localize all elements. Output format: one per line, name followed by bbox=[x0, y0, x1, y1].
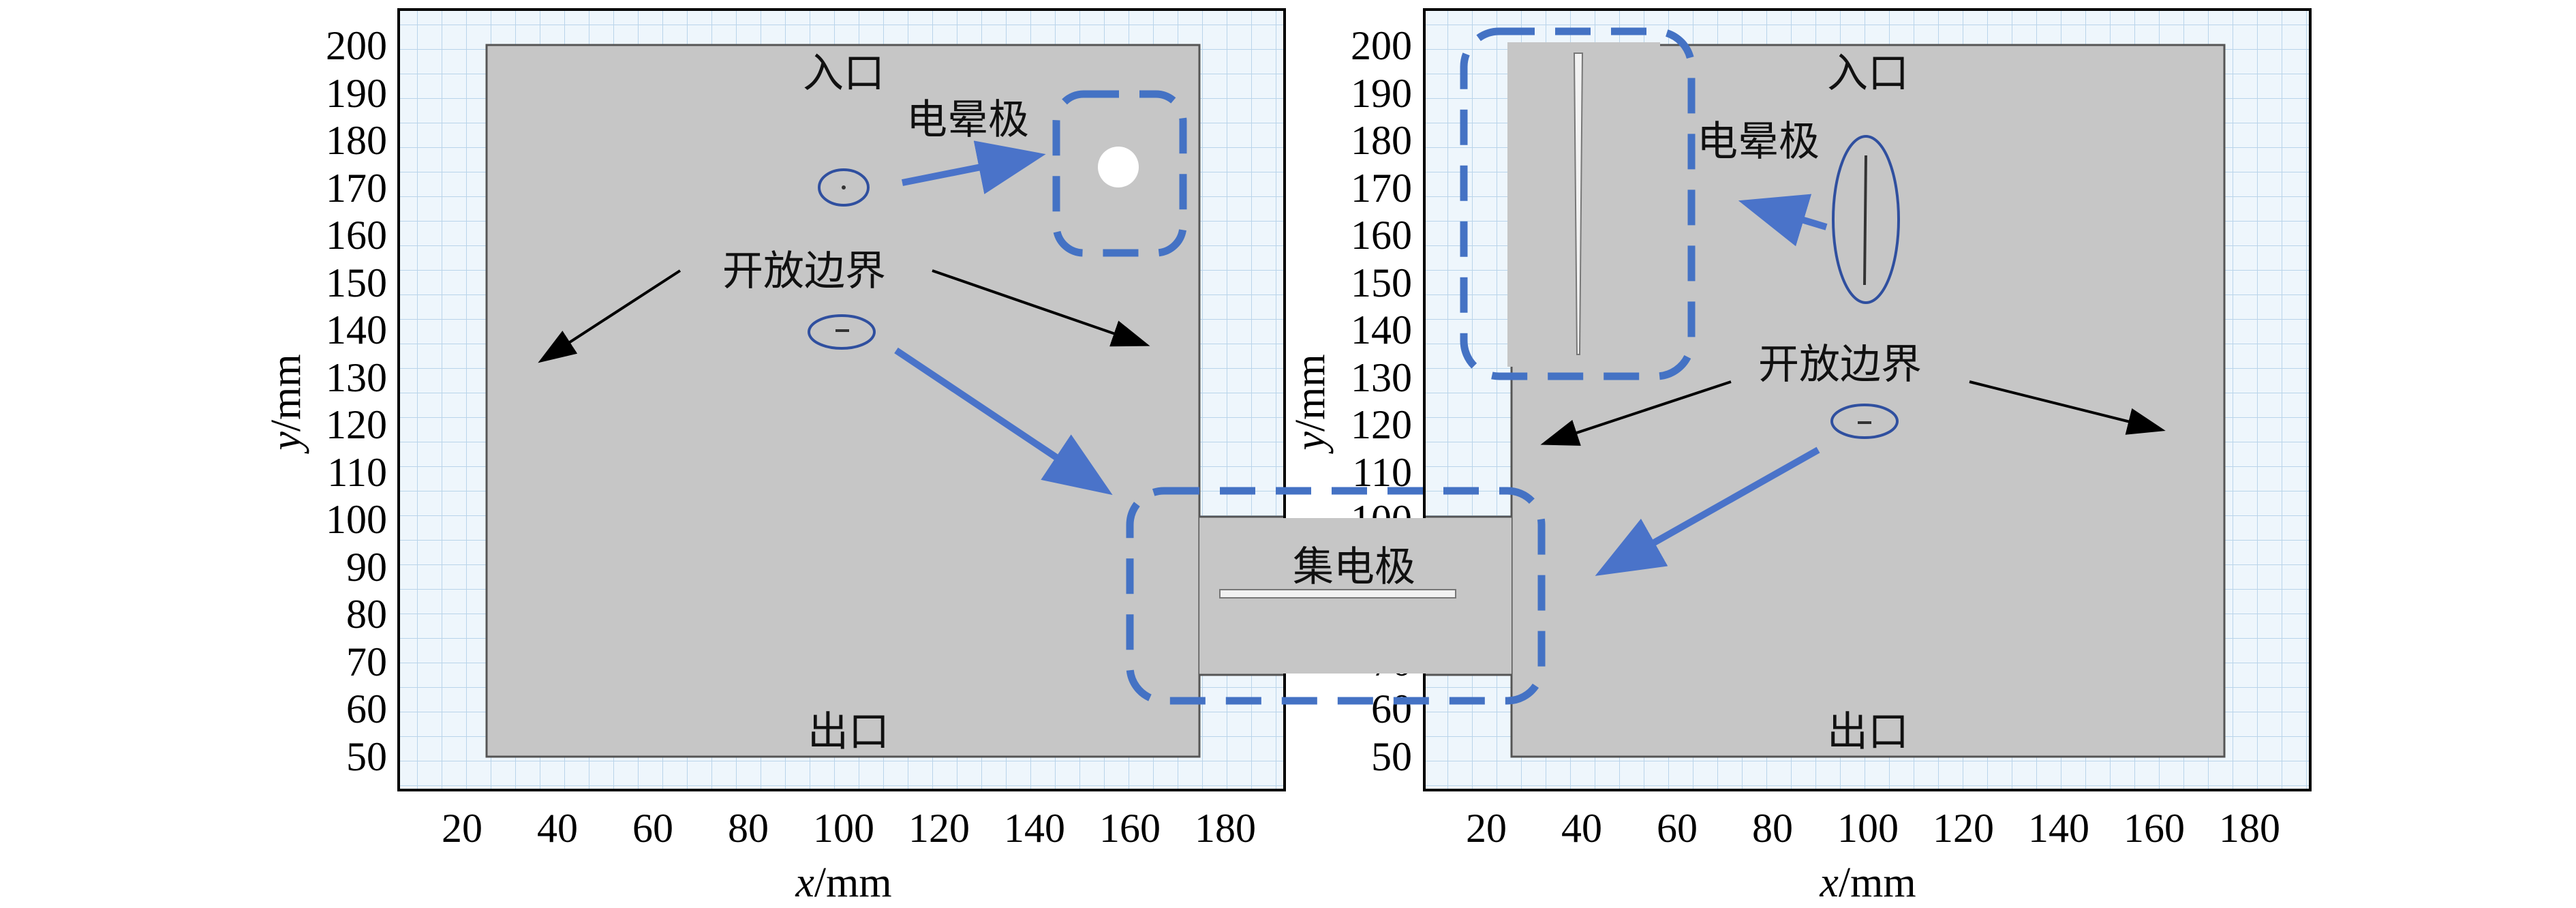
left-y-axis-label: y/mm bbox=[263, 354, 309, 454]
right-corona-label: 电晕极 bbox=[1697, 118, 1820, 166]
right-needle-small bbox=[1863, 155, 1867, 286]
x-tick: 60 bbox=[632, 806, 673, 851]
collector-label: 集电极 bbox=[1293, 543, 1415, 591]
x-tick: 180 bbox=[2219, 806, 2280, 851]
right-needle-electrode bbox=[1573, 52, 1584, 355]
collector-electrode bbox=[1219, 589, 1456, 599]
right-open-boundary-label: 开放边界 bbox=[1758, 341, 1922, 389]
y-tick: 80 bbox=[346, 592, 387, 637]
y-tick: 150 bbox=[326, 260, 387, 305]
right-corona-zoom-inset bbox=[1507, 42, 1660, 367]
y-tick: 130 bbox=[326, 355, 387, 400]
left-x-axis: 20 40 60 80 100 120 140 160 180 bbox=[442, 806, 1256, 851]
left-panel: 200 190 180 170 160 150 140 130 120 110 … bbox=[263, 8, 1286, 906]
y-tick: 150 bbox=[1351, 260, 1412, 305]
y-tick: 60 bbox=[346, 686, 387, 731]
left-frame bbox=[397, 8, 1286, 791]
y-tick: 160 bbox=[1351, 213, 1412, 258]
left-open-boundary-label: 开放边界 bbox=[722, 247, 886, 295]
left-corona-zoom-box bbox=[1052, 90, 1187, 257]
collector-zoom-box bbox=[1126, 487, 1546, 705]
y-tick: 120 bbox=[1351, 402, 1412, 447]
left-corona-electrode-circle bbox=[1098, 147, 1139, 187]
left-corona-label: 电晕极 bbox=[906, 96, 1029, 144]
x-unit: /mm bbox=[1839, 860, 1916, 906]
right-outlet-label: 出口 bbox=[1827, 708, 1909, 756]
y-tick: 90 bbox=[346, 545, 387, 590]
left-corona-arrow bbox=[902, 140, 1046, 194]
y-tick: 60 bbox=[1371, 686, 1412, 731]
x-tick: 20 bbox=[1466, 806, 1507, 851]
x-tick: 40 bbox=[537, 806, 578, 851]
left-collector-arrow bbox=[894, 347, 1113, 496]
x-tick: 60 bbox=[1657, 806, 1698, 851]
right-corona-zoom-box bbox=[1460, 27, 1696, 380]
y-var: y bbox=[1287, 432, 1334, 455]
y-var: y bbox=[263, 432, 309, 455]
x-tick: 80 bbox=[1752, 806, 1793, 851]
y-tick: 200 bbox=[326, 23, 387, 68]
y-tick: 50 bbox=[346, 734, 387, 779]
left-corona-marker-ellipse bbox=[818, 168, 870, 207]
y-tick: 160 bbox=[326, 213, 387, 258]
left-inlet-label: 入口 bbox=[803, 50, 885, 97]
x-tick: 120 bbox=[908, 806, 970, 851]
left-x-axis-label: x/mm bbox=[795, 860, 891, 906]
left-y-axis: 200 190 180 170 160 150 140 130 120 110 … bbox=[326, 23, 387, 779]
y-tick: 140 bbox=[326, 307, 387, 352]
left-outlet-label: 出口 bbox=[808, 708, 889, 756]
y-tick: 50 bbox=[1371, 734, 1412, 779]
left-open-boundary-arrow-right bbox=[932, 269, 1150, 347]
x-tick: 100 bbox=[1837, 806, 1899, 851]
y-tick: 190 bbox=[1351, 71, 1412, 116]
x-tick: 160 bbox=[2123, 806, 2185, 851]
x-var: x bbox=[795, 860, 814, 906]
right-collector-arrow bbox=[1595, 447, 1820, 576]
right-frame bbox=[1423, 8, 2312, 791]
right-y-axis-label: y/mm bbox=[1287, 354, 1334, 454]
x-tick: 140 bbox=[1004, 806, 1065, 851]
y-tick: 110 bbox=[327, 450, 387, 495]
y-tick: 180 bbox=[326, 118, 387, 163]
left-corona-dot bbox=[842, 185, 846, 190]
right-x-axis-label: x/mm bbox=[1819, 860, 1916, 906]
right-corona-arrow bbox=[1738, 194, 1828, 247]
collector-zoom: 集电极 bbox=[1126, 487, 1546, 705]
right-corona-marker-ellipse bbox=[1832, 135, 1900, 304]
right-x-axis: 20 40 60 80 100 120 140 160 180 bbox=[1466, 806, 2280, 851]
y-tick: 120 bbox=[326, 402, 387, 447]
left-domain bbox=[485, 44, 1201, 758]
y-tick: 180 bbox=[1351, 118, 1412, 163]
x-tick: 120 bbox=[1933, 806, 1994, 851]
y-tick: 170 bbox=[326, 166, 387, 211]
y-tick: 170 bbox=[1351, 166, 1412, 211]
left-open-boundary-arrow-left bbox=[538, 269, 681, 363]
y-tick: 70 bbox=[346, 639, 387, 684]
right-collector-marker-ellipse bbox=[1830, 404, 1899, 439]
left-collector-marker-ellipse bbox=[808, 314, 876, 350]
y-tick: 200 bbox=[1351, 23, 1412, 68]
x-tick: 40 bbox=[1561, 806, 1602, 851]
y-tick: 100 bbox=[326, 497, 387, 542]
x-tick: 100 bbox=[813, 806, 874, 851]
right-inlet-label: 入口 bbox=[1827, 50, 1909, 97]
y-unit: /mm bbox=[1287, 354, 1334, 432]
right-open-boundary-arrow-left bbox=[1540, 380, 1732, 446]
x-tick: 20 bbox=[442, 806, 482, 851]
right-panel: 200 190 180 170 160 150 140 130 120 110 … bbox=[1287, 8, 2312, 906]
y-unit: /mm bbox=[263, 354, 309, 432]
y-tick: 130 bbox=[1351, 355, 1412, 400]
y-tick: 140 bbox=[1351, 307, 1412, 352]
x-tick: 140 bbox=[2028, 806, 2089, 851]
right-open-boundary-arrow-right bbox=[1969, 380, 2166, 435]
y-tick: 190 bbox=[326, 71, 387, 116]
x-tick: 160 bbox=[1099, 806, 1161, 851]
x-tick: 80 bbox=[728, 806, 769, 851]
x-var: x bbox=[1819, 860, 1839, 906]
x-unit: /mm bbox=[814, 860, 892, 906]
x-tick: 180 bbox=[1195, 806, 1256, 851]
